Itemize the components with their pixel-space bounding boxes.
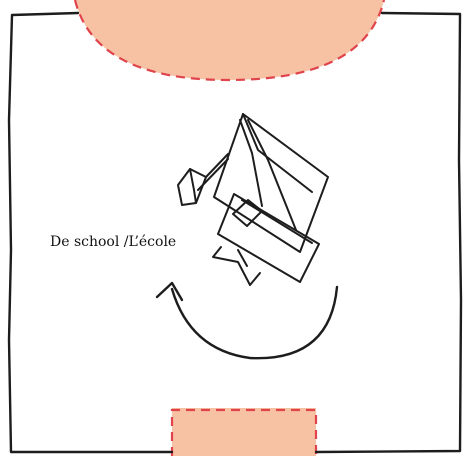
top-zone-dashed-border	[73, 0, 386, 82]
top-zone	[75, 0, 384, 80]
curved-rotation-arrow-icon	[155, 281, 339, 360]
tower-icon	[177, 153, 229, 206]
school-building-icon	[212, 113, 329, 286]
bottom-zone-dashed-border	[170, 408, 318, 456]
field-outline	[7, 11, 463, 454]
bottom-zone	[172, 408, 316, 456]
school-caption: De school /L’école	[50, 234, 177, 250]
